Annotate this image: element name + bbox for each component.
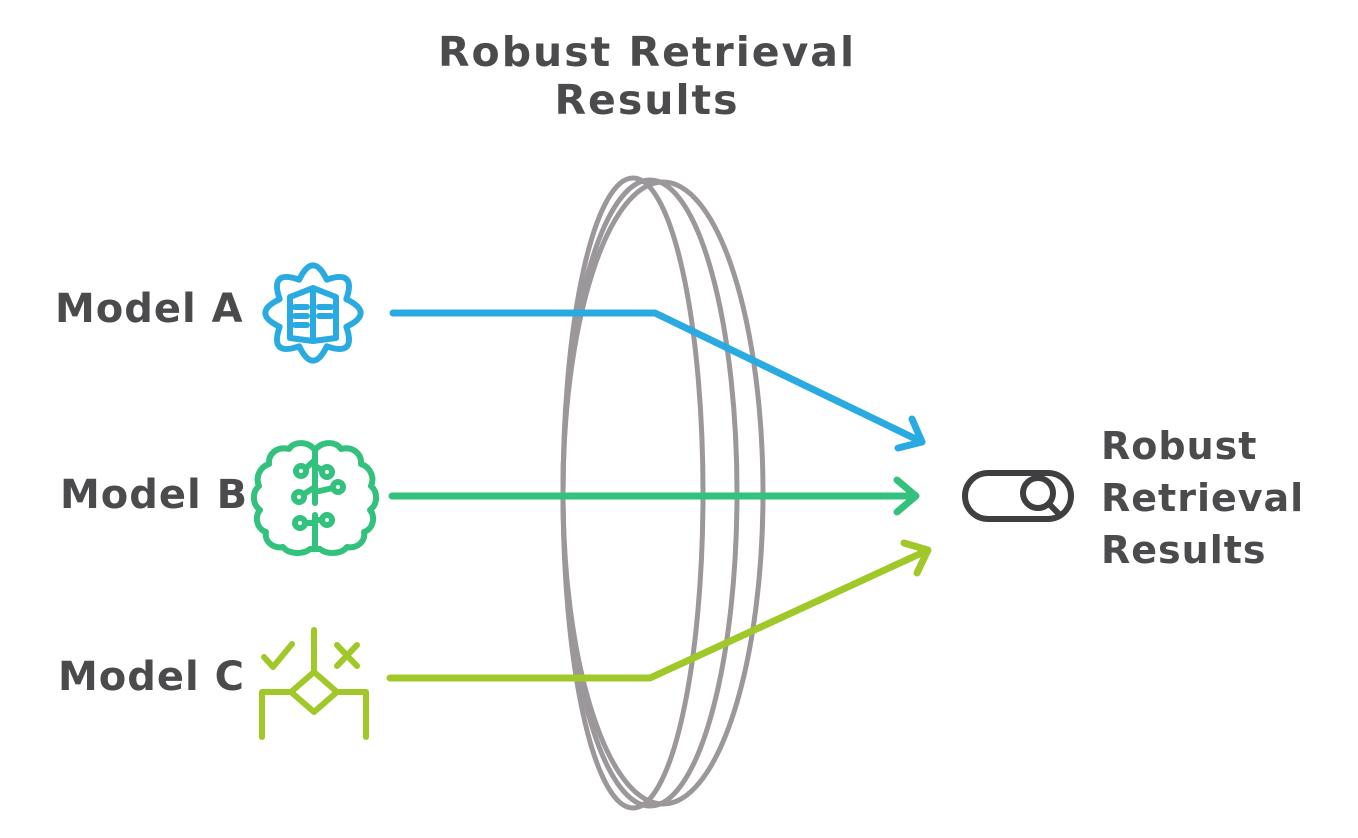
model-b-flow-arrow [388, 476, 920, 516]
arrowhead-icon [894, 415, 926, 452]
search-toggle-icon [962, 470, 1074, 522]
decision-tree-icon [259, 627, 369, 740]
model-c-flow-arrow [386, 539, 932, 682]
model-a-flow-arrow [389, 309, 926, 452]
check-icon [261, 641, 295, 670]
output-label: Robust Retrieval Results [1101, 420, 1304, 576]
brain-circuit-icon [250, 440, 380, 556]
cross-icon [334, 642, 360, 669]
output-label-line-1: Robust [1101, 424, 1258, 468]
model-c-label: Model C [58, 654, 246, 700]
output-label-line-2: Retrieval [1101, 476, 1305, 520]
arrowhead-icon [893, 476, 920, 516]
diagram-title: Robust Retrieval Results [437, 28, 857, 124]
output-label-line-3: Results [1101, 528, 1267, 572]
model-b-label: Model B [60, 472, 249, 518]
arrowhead-icon [900, 539, 932, 577]
magnifier-icon [1020, 475, 1056, 511]
magnifier-handle [1046, 501, 1061, 516]
gear-document-icon [262, 262, 364, 364]
model-a-label: Model A [55, 286, 244, 332]
